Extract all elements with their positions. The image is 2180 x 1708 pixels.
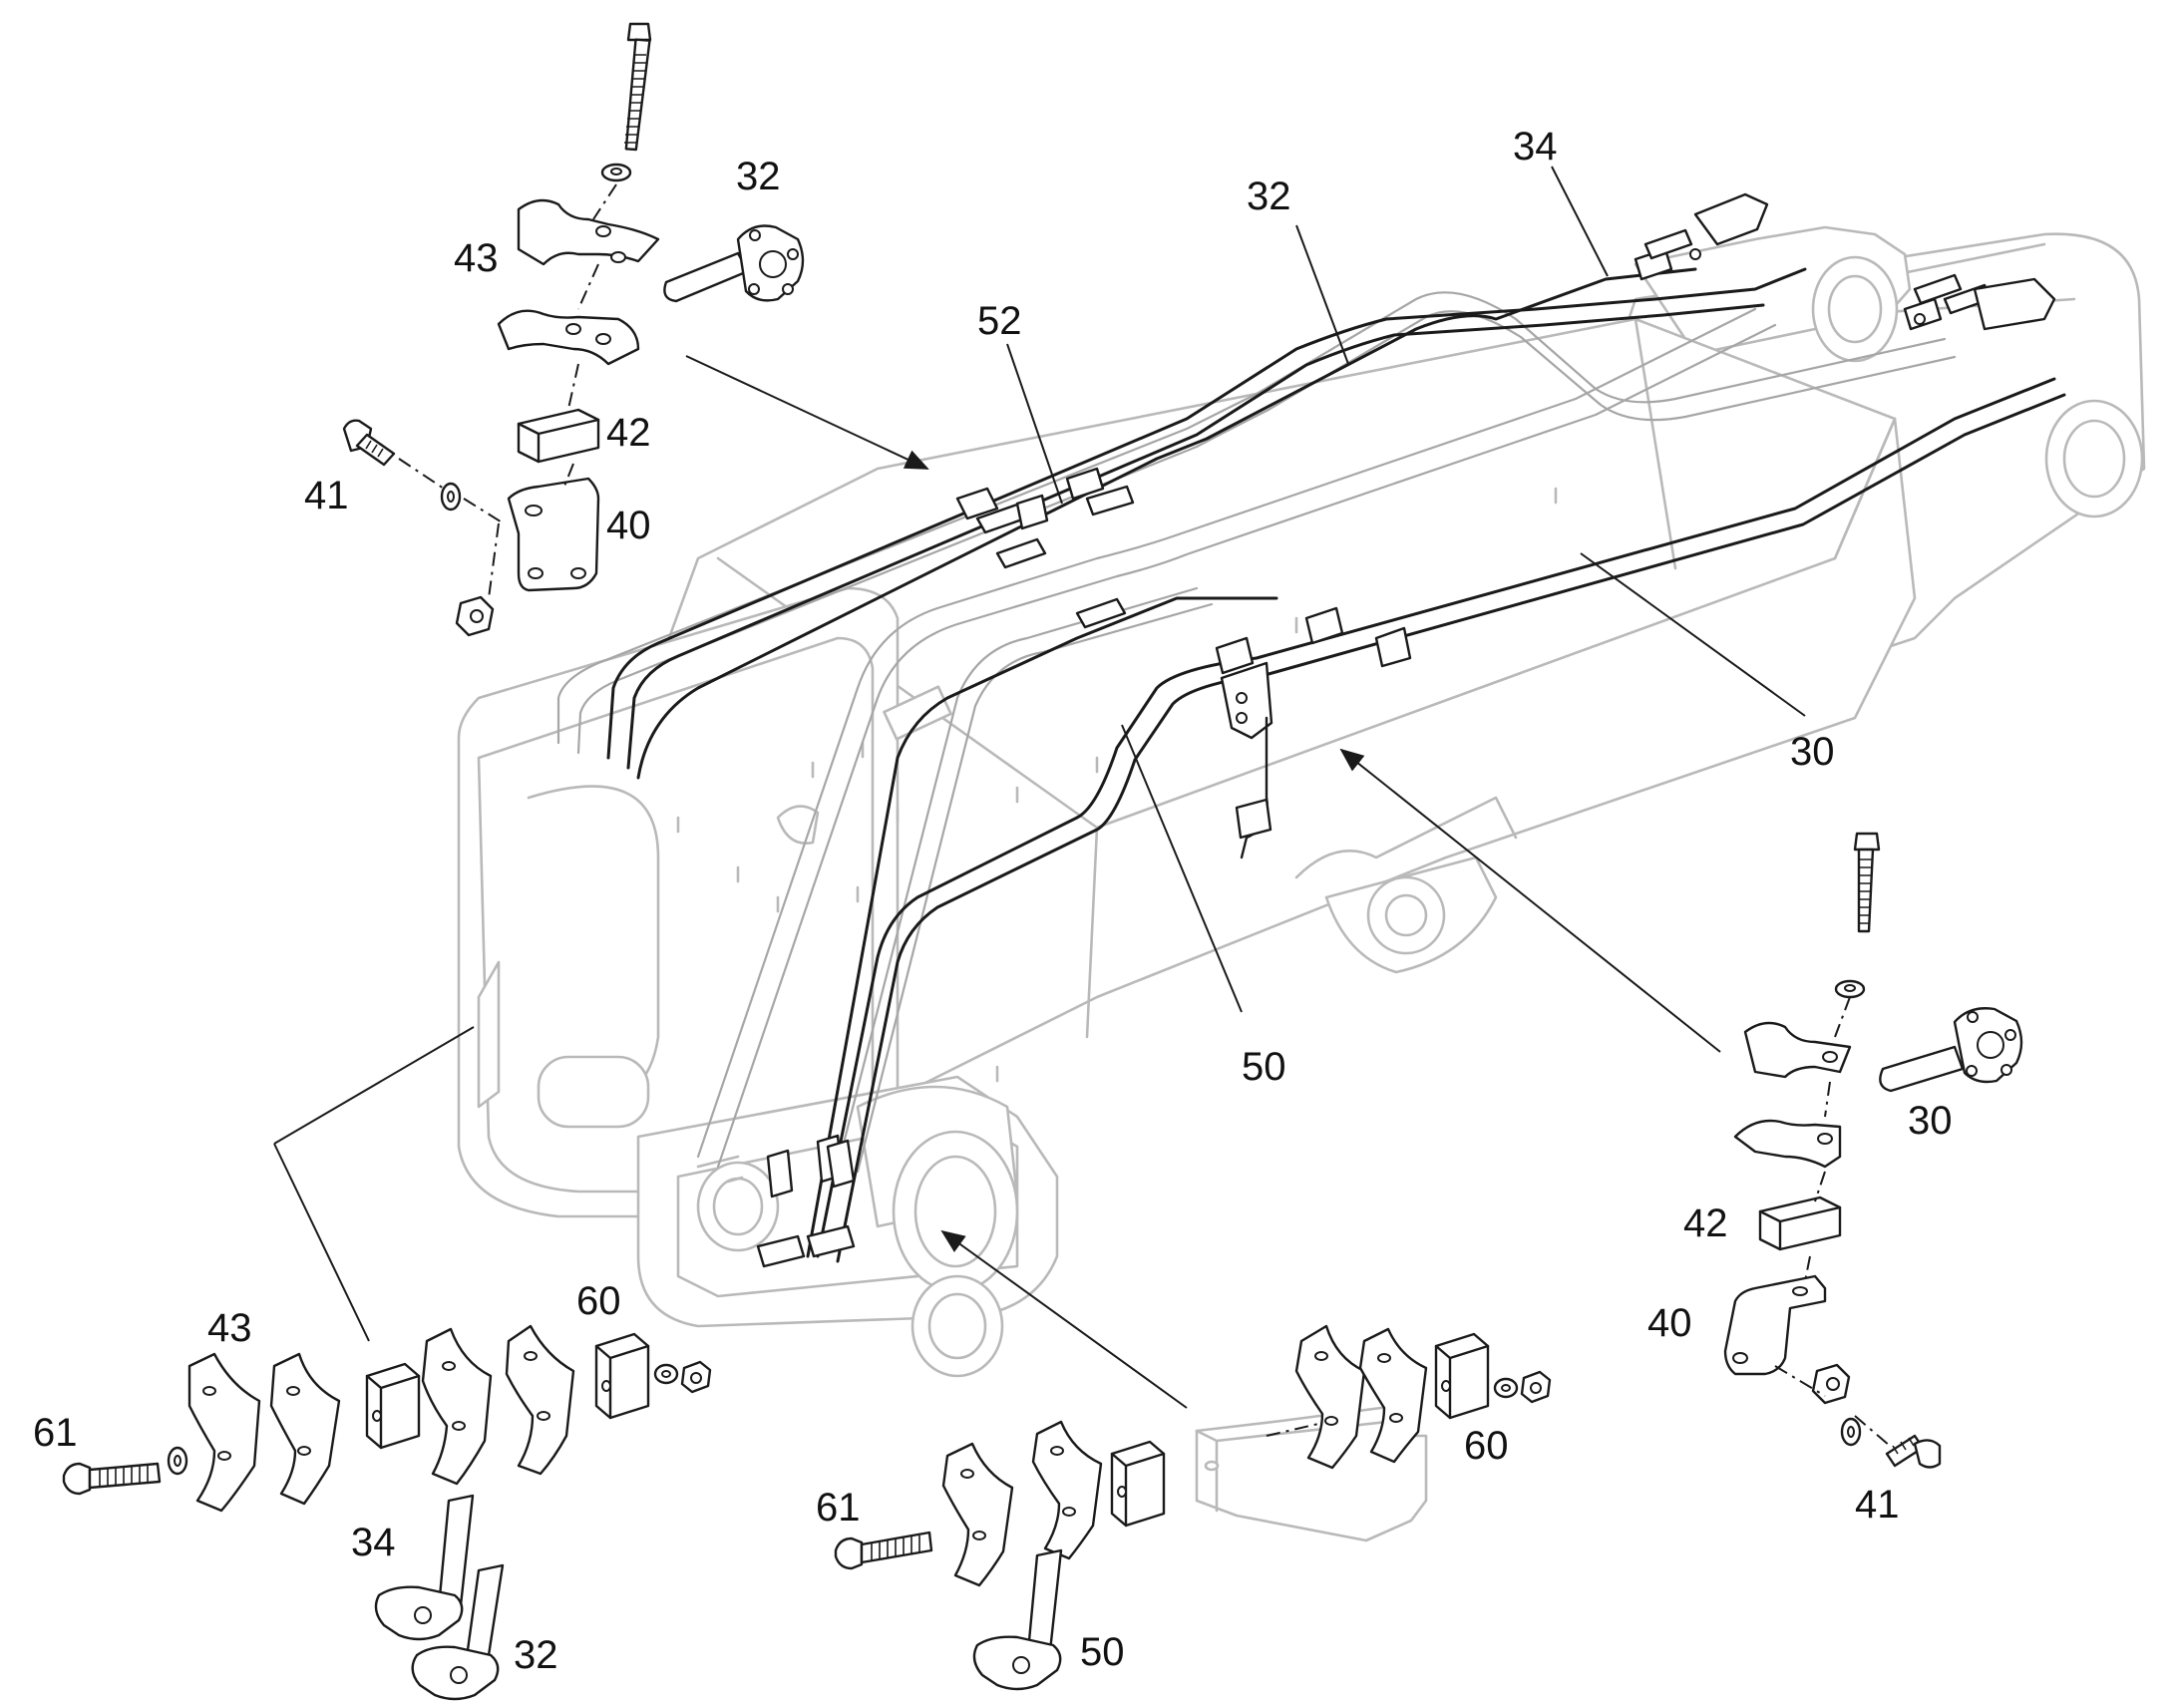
exploded-clamp-bottom-center (834, 1229, 1552, 1691)
callout-61-bottom-left: 61 (33, 1411, 78, 1455)
callout-42-top-left: 42 (606, 411, 651, 455)
callout-43-bottom-left: 43 (207, 1306, 252, 1350)
callout-41-right: 41 (1855, 1483, 1900, 1527)
callout-32-top: 32 (1247, 174, 1291, 218)
callout-41-top-left: 41 (304, 474, 349, 517)
pipe-50 (806, 596, 1278, 1258)
callout-50-middle: 50 (1242, 1045, 1286, 1089)
clamp-assemblies-installed (756, 192, 2056, 1268)
callout-leaders (1006, 166, 1806, 1013)
pipe-34 (636, 267, 1697, 780)
callout-labels: 34 32 52 32 43 42 41 40 30 50 30 42 40 4… (33, 125, 1953, 1677)
exploded-clamp-bottom-left (62, 1026, 712, 1701)
pipe-32 (606, 267, 1807, 760)
callout-50-bottom-center: 50 (1080, 1630, 1125, 1674)
callout-40-top-left: 40 (606, 504, 651, 547)
callout-30-right: 30 (1908, 1099, 1953, 1143)
callout-34-top: 34 (1513, 125, 1558, 169)
callout-40-right: 40 (1647, 1301, 1692, 1345)
callout-32-bottom-left: 32 (514, 1633, 558, 1677)
callout-61-bottom-center: 61 (816, 1486, 861, 1530)
pipe-30 (816, 377, 2056, 1258)
boom-structure (457, 225, 2146, 1378)
callout-60-bottom-center: 60 (1464, 1424, 1509, 1468)
callout-60-bottom-left: 60 (576, 1279, 621, 1323)
callout-32-top-left: 32 (736, 155, 781, 198)
exploded-clamp-top-left (342, 22, 929, 637)
pipe-run-rear-upper (556, 267, 2066, 1263)
callout-43-top-left: 43 (454, 236, 499, 280)
exploded-clamp-right (1339, 748, 2023, 1469)
callout-30-middle: 30 (1790, 730, 1835, 774)
callout-42-right: 42 (1683, 1201, 1728, 1245)
callout-52: 52 (977, 299, 1022, 343)
callout-34-bottom-left: 34 (351, 1521, 396, 1564)
